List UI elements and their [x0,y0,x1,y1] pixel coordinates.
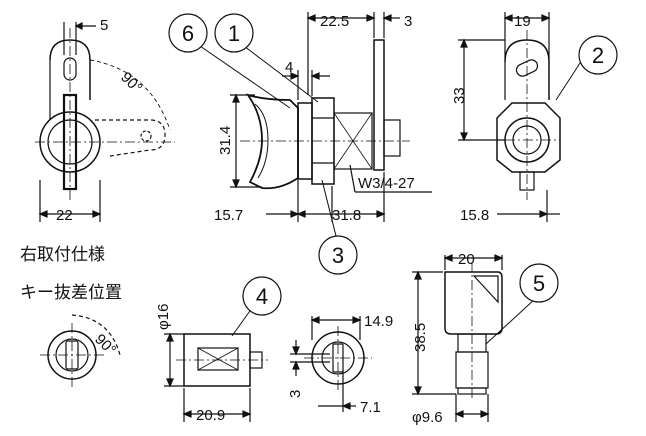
right-mount-note: 右取付仕様 [20,245,105,265]
cylinder-end-view [290,316,372,412]
dim-3-side: 3 [287,390,304,398]
svg-text:4: 4 [256,284,268,309]
svg-text:5: 5 [533,271,545,296]
svg-text:2: 2 [592,43,604,68]
dim-22: 22 [56,207,73,224]
dim-90-top: 90° [117,69,145,97]
callout-2: 2 [578,35,618,75]
dim-phi9-6: φ9.6 [412,409,443,426]
dim-15-7: 15.7 [214,207,243,224]
thread-spec: W3/4-27 [358,175,415,192]
front-view-cam [35,22,175,222]
callout-4: 4 [242,276,282,316]
key-position-view [40,314,121,388]
dim-3-top: 3 [404,13,412,30]
dim-38-5: 38.5 [412,323,429,352]
dim-20-9: 20.9 [196,407,225,424]
key-part-view [412,254,504,422]
dim-4: 4 [285,59,293,76]
callout-leaders [199,45,583,345]
dim-14-9: 14.9 [364,313,393,330]
callout-5: 5 [519,263,559,303]
dim-31-4: 31.4 [217,126,234,155]
svg-text:6: 6 [182,21,194,46]
svg-text:1: 1 [228,21,240,46]
cylinder-part-view [164,332,268,422]
dim-22-5: 22.5 [320,13,349,30]
dim-20: 20 [458,251,475,268]
dim-15-8: 15.8 [460,207,489,224]
rear-view-lock [458,12,561,222]
dim-31-8: 31.8 [332,207,361,224]
svg-text:3: 3 [332,243,344,268]
dim-5: 5 [100,17,108,34]
dim-33: 33 [451,87,468,104]
side-view-lock [230,12,432,222]
dim-7-1: 7.1 [360,399,381,416]
dim-phi16: φ16 [155,304,172,330]
callout-3: 3 [318,235,358,275]
callout-6: 6 [168,13,208,53]
dim-19: 19 [514,13,531,30]
key-position-note: キー抜差位置 [20,283,122,303]
callout-1: 1 [214,13,254,53]
